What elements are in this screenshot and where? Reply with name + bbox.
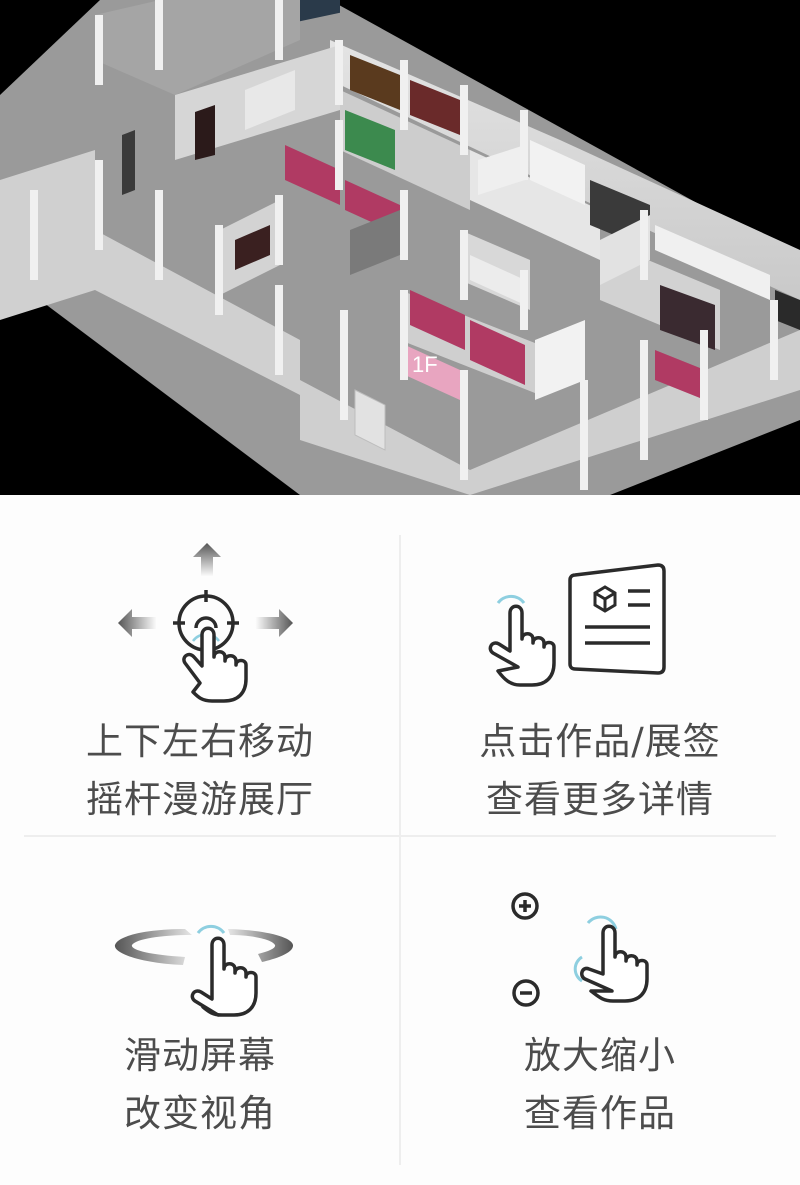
- hand-pointer-icon: [488, 604, 556, 687]
- arrow-right-icon: [255, 609, 293, 637]
- guide-card-detail: 点击作品/展签 查看更多详情: [400, 495, 800, 840]
- tap-detail-card-icon: [488, 563, 666, 687]
- hand-pointer-icon: [580, 924, 649, 1003]
- hall-render: 1F: [0, 0, 800, 495]
- guide-card-move: 上下左右移动 摇杆漫游展厅: [0, 495, 400, 840]
- arrow-up-icon: [193, 543, 221, 577]
- hand-pointer-icon: [190, 936, 258, 1017]
- rotate-ring-left: [114, 929, 192, 965]
- arrow-left-icon: [118, 609, 157, 637]
- vertical-divider: [399, 535, 401, 1165]
- pinch-zoom-icon: [511, 892, 649, 1007]
- caption-line-2: 查看作品: [524, 1092, 676, 1135]
- guide-card-rotate: 滑动屏幕 改变视角: [0, 835, 400, 1180]
- box-icon: [593, 585, 617, 613]
- caption-line-2: 改变视角: [124, 1092, 276, 1135]
- caption-line-1: 放大缩小: [524, 1034, 676, 1077]
- caption-line-1: 滑动屏幕: [124, 1034, 276, 1077]
- magenta-panel: [285, 145, 340, 205]
- caption-line-1: 点击作品/展签: [479, 720, 721, 763]
- left-wall: [0, 150, 300, 395]
- controls-guide: 上下左右移动 摇杆漫游展厅 点击作品/展签 查看更多详情: [0, 495, 800, 1185]
- front-wall: [300, 330, 800, 495]
- zoom-out-icon: [512, 979, 540, 1007]
- exhibition-hall-3d-view[interactable]: 1F: [0, 0, 800, 495]
- guide-card-zoom: 放大缩小 查看作品: [400, 835, 800, 1180]
- swipe-rotate-icon: [114, 924, 294, 1017]
- info-card-icon: [568, 563, 666, 675]
- rotate-ring-right: [228, 929, 294, 962]
- joystick-move-icon: [118, 543, 293, 703]
- caption-line-1: 上下左右移动: [86, 720, 314, 763]
- floor-label: 1F: [412, 352, 438, 377]
- green-artwork: [345, 110, 395, 170]
- floor-1f-sign: [405, 345, 460, 400]
- horizontal-divider: [24, 835, 776, 837]
- caption-line-2: 查看更多详情: [486, 778, 714, 821]
- caption-line-2: 摇杆漫游展厅: [86, 778, 314, 821]
- hand-pointer-icon: [182, 626, 248, 703]
- zoom-in-icon: [511, 892, 539, 920]
